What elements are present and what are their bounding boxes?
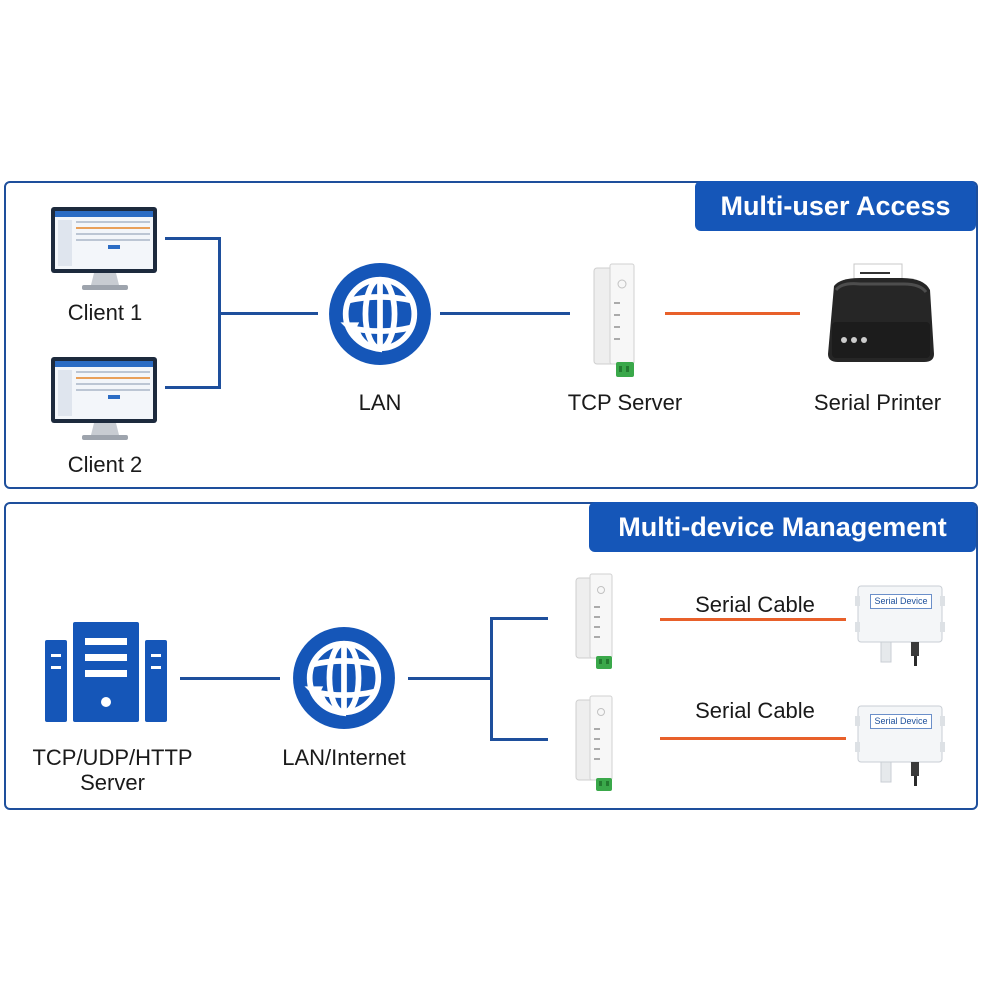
serial-cable-2-line — [660, 737, 846, 740]
serial-printer-icon — [828, 263, 934, 362]
lan-to-bracket-line — [408, 677, 493, 680]
client-2-monitor-icon — [51, 357, 157, 440]
lan-internet-label: LAN/Internet — [282, 745, 406, 770]
serial-server-device-1-icon — [575, 573, 613, 669]
client-2-label: Client 2 — [67, 452, 143, 477]
lan-to-tcp-server-line — [440, 312, 570, 315]
serial-device-1-tag: Serial Device — [870, 594, 932, 609]
serial-printer-label: Serial Printer — [813, 390, 942, 415]
device-bracket-vertical — [490, 617, 493, 741]
client2-connector-line — [165, 386, 220, 389]
lan-globe-icon — [329, 263, 431, 365]
client1-connector-line — [165, 237, 220, 240]
serial-cable-1-label: Serial Cable — [695, 592, 815, 617]
server-to-lan-line — [180, 677, 280, 680]
serial-server-device-2-icon — [575, 695, 613, 791]
client-1-monitor-icon — [51, 207, 157, 290]
tcp-server-label: TCP Server — [567, 390, 683, 415]
tcp-server-to-printer-serial-line — [665, 312, 800, 315]
serial-device-1: Serial Device — [855, 582, 945, 668]
multi-device-management-title: Multi-device Management — [589, 502, 976, 552]
server-label-line-1: TCP/UDP/HTTP — [32, 745, 193, 770]
bracket-to-server-2-line — [490, 738, 548, 741]
serial-cable-1-line — [660, 618, 846, 621]
bracket-to-server-1-line — [490, 617, 548, 620]
lan-internet-globe-icon — [293, 627, 395, 729]
multi-user-access-title: Multi-user Access — [695, 181, 976, 231]
server-label-line-2: Server — [80, 770, 145, 795]
tcp-server-device-icon — [593, 263, 635, 377]
client-1-label: Client 1 — [67, 300, 143, 325]
serial-device-2: Serial Device — [855, 702, 945, 788]
lan-label: LAN — [358, 390, 402, 415]
serial-device-2-tag: Serial Device — [870, 714, 932, 729]
server-rack-icon — [45, 622, 167, 722]
clients-to-lan-line — [218, 312, 318, 315]
multi-user-access-panel — [4, 181, 978, 489]
serial-cable-2-label: Serial Cable — [695, 698, 815, 723]
